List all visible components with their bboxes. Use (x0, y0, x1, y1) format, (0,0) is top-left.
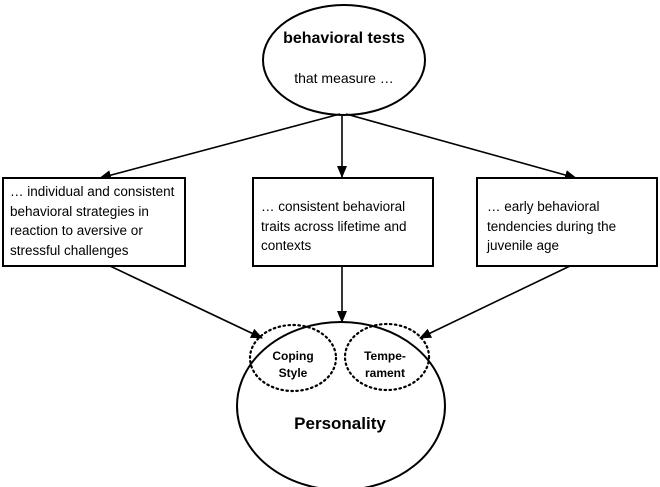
arrow-right-box-to-personality (419, 265, 571, 339)
left-box-line: stressful challenges (10, 242, 129, 258)
middle-box-line: … consistent behavioral (261, 199, 406, 214)
top-node-title: behavioral tests (283, 30, 405, 47)
left-box (2, 177, 186, 267)
coping-style-label: Coping Style (258, 348, 328, 382)
coping-style-ellipse (248, 323, 338, 393)
temperament-line: rament (364, 366, 405, 380)
right-box-line: … early behavioral (487, 199, 600, 214)
left-box-line: reaction to aversive or (10, 223, 143, 238)
middle-box-line: traits across lifetime and (261, 218, 407, 234)
right-box (476, 177, 658, 267)
top-node-subtitle: that measure … (294, 70, 394, 86)
coping-style-line: Style (278, 366, 308, 380)
personality-label: Personality (294, 414, 386, 433)
temperament-label: Tempe- rament (350, 348, 420, 382)
temperament-line: Tempe- (364, 349, 406, 363)
left-box-line: behavioral strategies in (10, 203, 149, 219)
middle-box-line: contexts (261, 238, 312, 253)
right-box-line: juvenile age (487, 238, 560, 253)
right-box-line: tendencies during the (487, 218, 617, 234)
coping-style-line: Coping (272, 349, 314, 363)
left-box-text: … individual and consistent behavioral s… (10, 182, 180, 260)
arrow-top-to-left-box (99, 113, 341, 180)
right-box-text: … early behavioral tendencies during the… (487, 197, 647, 256)
top-node-ellipse (262, 4, 426, 116)
arrow-left-box-to-personality (109, 265, 263, 339)
middle-box-text: … consistent behavioral traits across li… (261, 197, 431, 256)
middle-box (252, 177, 434, 267)
temperament-ellipse (343, 322, 431, 392)
personality-ellipse (236, 321, 446, 487)
left-box-line: … individual and consistent (10, 184, 175, 199)
arrow-top-to-right-box (345, 113, 577, 180)
